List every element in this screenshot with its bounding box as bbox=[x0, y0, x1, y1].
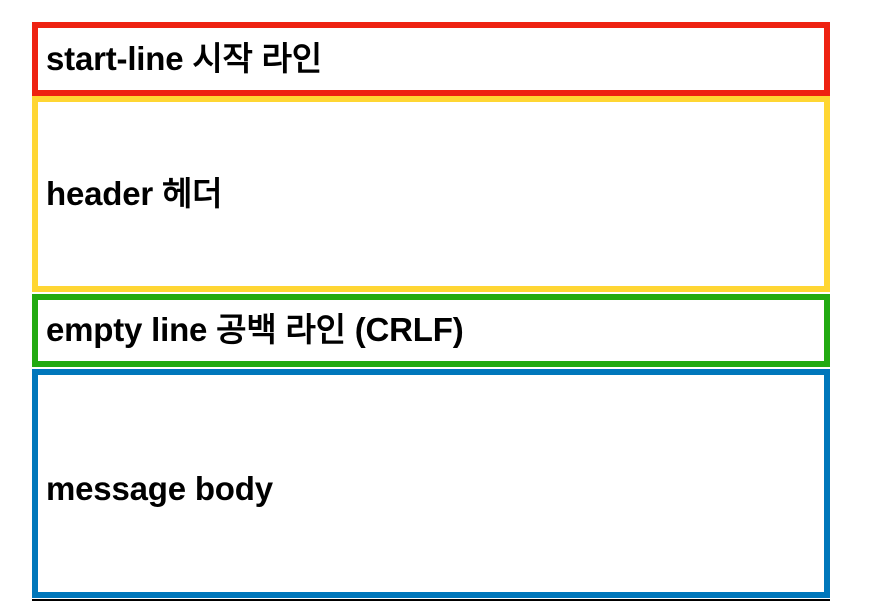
bottom-rule bbox=[32, 599, 830, 601]
section-empty-line-label: empty line 공백 라인 (CRLF) bbox=[46, 311, 464, 349]
section-header: header 헤더 bbox=[32, 96, 830, 292]
section-start-line-label: start-line 시작 라인 bbox=[46, 39, 322, 77]
section-header-label: header 헤더 bbox=[46, 174, 223, 212]
section-message-body: message body bbox=[32, 369, 830, 598]
section-message-body-label: message body bbox=[46, 470, 273, 508]
section-start-line: start-line 시작 라인 bbox=[32, 22, 830, 96]
section-empty-line: empty line 공백 라인 (CRLF) bbox=[32, 294, 830, 367]
